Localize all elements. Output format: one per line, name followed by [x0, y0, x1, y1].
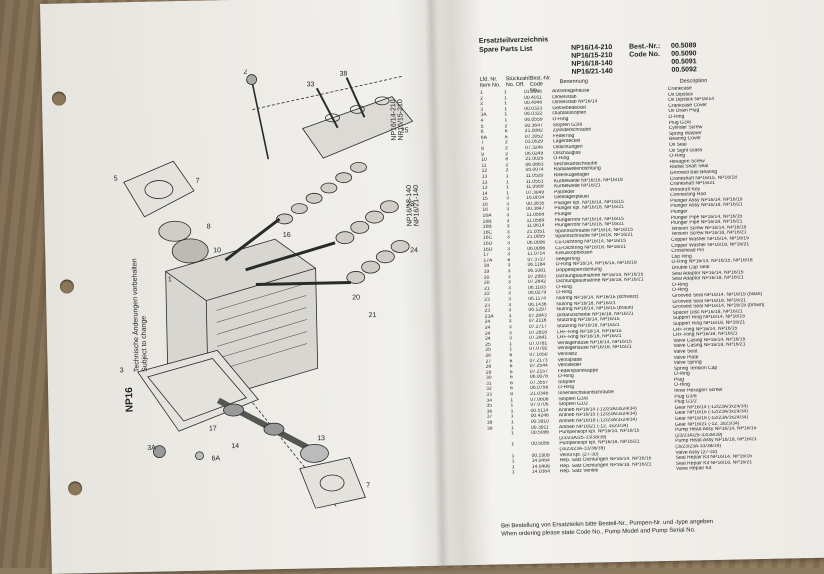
callout-label: 6A	[211, 455, 220, 462]
model-tag: NP16/15-210	[397, 99, 405, 140]
code-no	[531, 447, 557, 448]
parts-list-page: Ersatzteilverzeichnis Spare Parts List N…	[450, 0, 824, 565]
callout-label: 3	[120, 367, 124, 374]
title-en: Spare Parts List	[479, 44, 548, 54]
code-no	[531, 436, 557, 437]
col-desc-en: Description	[680, 78, 708, 85]
callout-label: 10	[213, 247, 221, 254]
model-list: NP16/14-210 NP16/15-210 NP16/18-140 NP16…	[571, 44, 613, 77]
punch-hole	[52, 91, 66, 105]
model-tag: NP16/21-140	[413, 185, 421, 226]
code-no: 14.0364	[532, 470, 558, 476]
col-item: Lfd. Nr. Item No.	[480, 76, 502, 88]
ordering-note: Bei Bestellung von Ersatzteilen bitte Be…	[501, 518, 713, 538]
callout-label: 38	[339, 71, 347, 78]
callout-label: 21	[369, 312, 377, 319]
callout-label: 1	[168, 276, 172, 283]
callout-label: 20	[352, 294, 360, 301]
punch-hole	[68, 481, 82, 495]
quantity: 1	[512, 470, 526, 476]
callout-label: 7	[366, 482, 370, 489]
list-header: Ersatzteilverzeichnis Spare Parts List	[479, 35, 549, 54]
callout-label: 17	[209, 425, 217, 432]
code-labels: Best.-Nr.: Code No.	[629, 43, 660, 60]
callout-label: 2	[243, 69, 247, 76]
spare-parts-sheet: 5 7 8 10 1 3 17 14 13 7 3A 6A 2 33 38 25…	[40, 0, 824, 574]
callout-label: 5	[114, 175, 118, 182]
col-name-de: Benennung	[560, 79, 588, 86]
model-name: NP16/21-140	[571, 68, 612, 77]
table-header: Lfd. Nr. Item No. Stückzahl No. Off. Bes…	[480, 70, 820, 77]
note-en: Subject to change	[141, 316, 149, 372]
punch-hole	[60, 279, 74, 293]
pump-exploded-diagram: 5 7 8 10 1 3 17 14 13 7 3A 6A 2 33 38 25…	[101, 66, 430, 513]
callout-label: 3A	[147, 445, 156, 452]
callout-label: 7	[196, 178, 200, 185]
code-list: 00.5089 00.5090 00.5091 00.5092	[671, 42, 697, 75]
code-no-label: Code No.	[629, 51, 660, 60]
callout-label: 8	[207, 223, 211, 230]
exploded-view-drawing: 5 7 8 10 1 3 17 14 13 7 3A 6A 2 33 38 25…	[101, 66, 430, 513]
callout-label: 16	[283, 232, 291, 239]
callout-label: 13	[317, 435, 325, 442]
callout-label: 24	[410, 247, 418, 254]
col-qty: Stückzahl No. Off.	[506, 76, 528, 88]
name-de: Rep. Satz Ventile	[560, 467, 670, 475]
callout-label: 33	[307, 81, 315, 88]
code-value: 00.5092	[671, 66, 696, 75]
callout-label: 14	[231, 443, 239, 450]
model-label: NP16	[124, 387, 136, 412]
